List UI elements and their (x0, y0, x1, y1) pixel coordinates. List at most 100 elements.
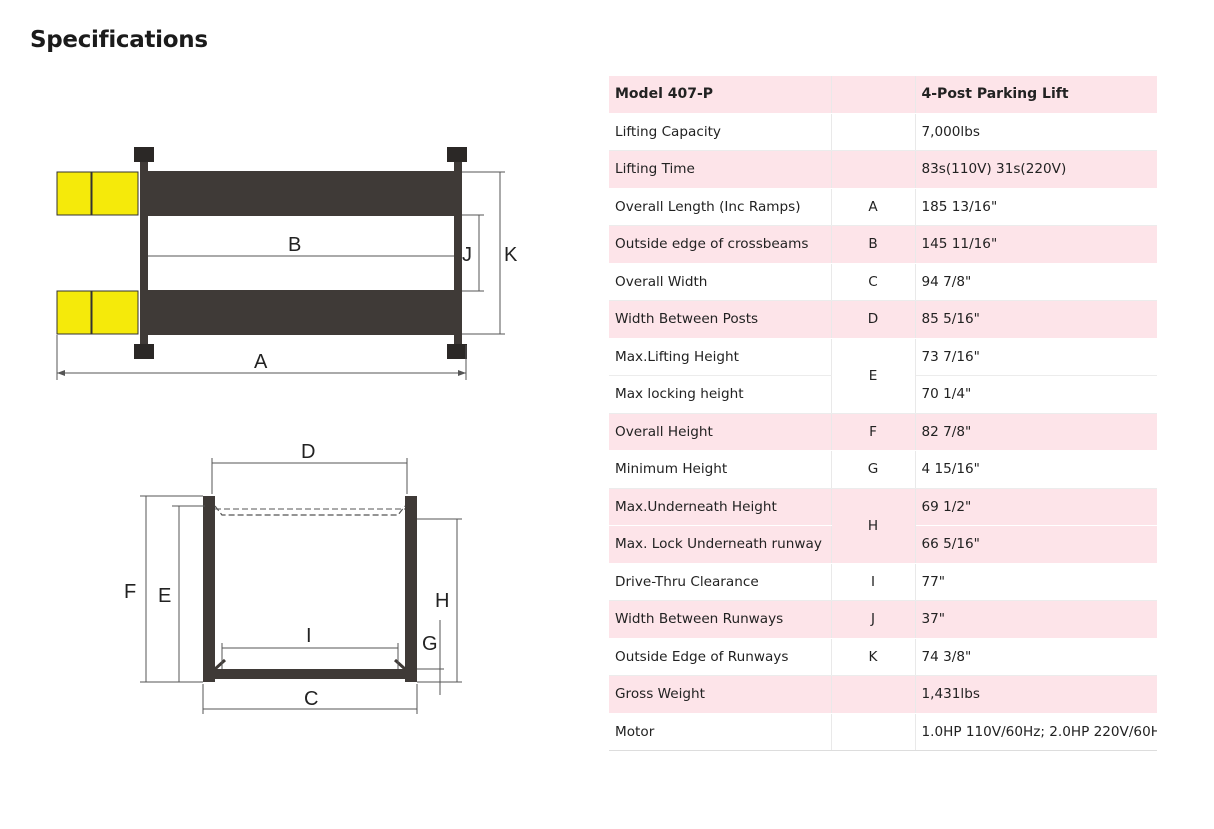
row-label: Outside edge of crossbeams (609, 225, 831, 264)
row-value: 85 5/16" (915, 300, 1157, 339)
row-label: Lifting Capacity (609, 113, 831, 151)
row-value: 83s(110V) 31s(220V) (915, 150, 1157, 189)
row-value: 145 11/16" (915, 225, 1157, 264)
row-label: Overall Length (Inc Ramps) (609, 188, 831, 226)
lift-type-cell: 4-Post Parking Lift (915, 76, 1157, 114)
row-label: Width Between Runways (609, 600, 831, 639)
table-row: Overall Length (Inc Ramps) A 185 13/16" (609, 188, 1157, 226)
column-right (405, 496, 417, 682)
lift-diagram: B J K A (56, 147, 518, 714)
post-bottom-right (447, 344, 467, 359)
row-code: J (830, 600, 916, 639)
row-label: Width Between Posts (609, 300, 831, 339)
row-label: Max. Lock Underneath runway (609, 525, 831, 564)
row-label: Lifting Time (609, 150, 831, 189)
row-code: H (830, 488, 916, 564)
table-header-row: Model 407-P 4-Post Parking Lift (609, 76, 1157, 114)
table-row: Max. Lock Underneath runway 66 5/16" (609, 525, 1157, 564)
post-top-right (447, 147, 467, 162)
row-label: Max.Lifting Height (609, 338, 831, 376)
side-view-drawing: D F E H I G C (124, 441, 462, 714)
model-cell: Model 407-P (609, 76, 831, 114)
row-code (830, 675, 916, 714)
row-code (830, 150, 916, 189)
dim-label-b: B (288, 234, 301, 256)
row-code: C (830, 263, 916, 301)
crossbeam-left (140, 160, 148, 345)
row-code: E (830, 338, 916, 414)
dim-label-i: I (306, 625, 312, 647)
row-value: 94 7/8" (915, 263, 1157, 301)
row-label: Outside Edge of Runways (609, 638, 831, 676)
table-row: Minimum Height G 4 15/16" (609, 450, 1157, 489)
row-value: 77" (915, 563, 1157, 601)
row-label: Drive-Thru Clearance (609, 563, 831, 601)
column-left (203, 496, 215, 682)
dim-label-k: K (504, 244, 518, 266)
row-value: 69 1/2" (915, 488, 1157, 526)
table-row: Lifting Time 83s(110V) 31s(220V) (609, 150, 1157, 189)
row-code: G (830, 450, 916, 489)
table-row: Overall Width C 94 7/8" (609, 263, 1157, 301)
specifications-table: Model 407-P 4-Post Parking Lift Lifting … (609, 76, 1157, 751)
row-label: Motor (609, 713, 831, 751)
dim-label-d: D (301, 441, 315, 463)
table-row: Lifting Capacity 7,000lbs (609, 113, 1157, 151)
table-row: Motor 1.0HP 110V/60Hz; 2.0HP 220V/60Hz (609, 713, 1157, 751)
dim-label-f: F (124, 581, 136, 603)
dim-label-g: G (422, 633, 438, 655)
row-label: Max locking height (609, 375, 831, 414)
ramp-bottom-left (56, 290, 92, 335)
row-value: 4 15/16" (915, 450, 1157, 489)
row-value: 1,431lbs (915, 675, 1157, 714)
table-row: Overall Height F 82 7/8" (609, 413, 1157, 451)
row-code: A (830, 188, 916, 226)
ramp-top-right (91, 171, 139, 216)
row-value: 37" (915, 600, 1157, 639)
table-row: Width Between Runways J 37" (609, 600, 1157, 639)
row-label: Gross Weight (609, 675, 831, 714)
top-view-drawing: B J K A (56, 147, 518, 380)
dim-label-e: E (158, 585, 171, 607)
dim-label-j: J (462, 244, 472, 266)
crossbeam-right (454, 160, 462, 345)
row-value: 82 7/8" (915, 413, 1157, 451)
row-value: 66 5/16" (915, 525, 1157, 564)
row-code: K (830, 638, 916, 676)
table-row: Gross Weight 1,431lbs (609, 675, 1157, 714)
runway-top (144, 171, 459, 216)
ramp-bottom-right (91, 290, 139, 335)
runway-lowered (215, 669, 405, 679)
row-value: 7,000lbs (915, 113, 1157, 151)
row-code: F (830, 413, 916, 451)
ramp-top-left (56, 171, 92, 216)
post-top-left (134, 147, 154, 162)
table-row: Width Between Posts D 85 5/16" (609, 300, 1157, 339)
dim-label-a: A (254, 351, 268, 373)
row-value: 74 3/8" (915, 638, 1157, 676)
page-title: Specifications (30, 27, 208, 53)
dim-label-h: H (435, 590, 449, 612)
table-row: Max.Lifting Height E 73 7/16" (609, 338, 1157, 414)
runway-bottom (144, 290, 459, 335)
table-row: Drive-Thru Clearance I 77" (609, 563, 1157, 601)
table-row: Max.Underneath Height H 69 1/2" (609, 488, 1157, 564)
row-value: 185 13/16" (915, 188, 1157, 226)
row-code (830, 113, 916, 151)
row-label: Overall Width (609, 263, 831, 301)
row-value: 1.0HP 110V/60Hz; 2.0HP 220V/60Hz (915, 713, 1157, 751)
row-value: 70 1/4" (915, 375, 1157, 414)
post-bottom-left (134, 344, 154, 359)
table-row: Max locking height 70 1/4" (609, 375, 1157, 414)
dim-label-c: C (304, 688, 318, 710)
row-code (830, 713, 916, 751)
table-row: Outside Edge of Runways K 74 3/8" (609, 638, 1157, 676)
row-value: 73 7/16" (915, 338, 1157, 376)
table-row: Outside edge of crossbeams B 145 11/16" (609, 225, 1157, 264)
row-label: Overall Height (609, 413, 831, 451)
row-label: Max.Underneath Height (609, 488, 831, 526)
row-code: I (830, 563, 916, 601)
row-code: B (830, 225, 916, 264)
row-label: Minimum Height (609, 450, 831, 489)
row-code: D (830, 300, 916, 339)
